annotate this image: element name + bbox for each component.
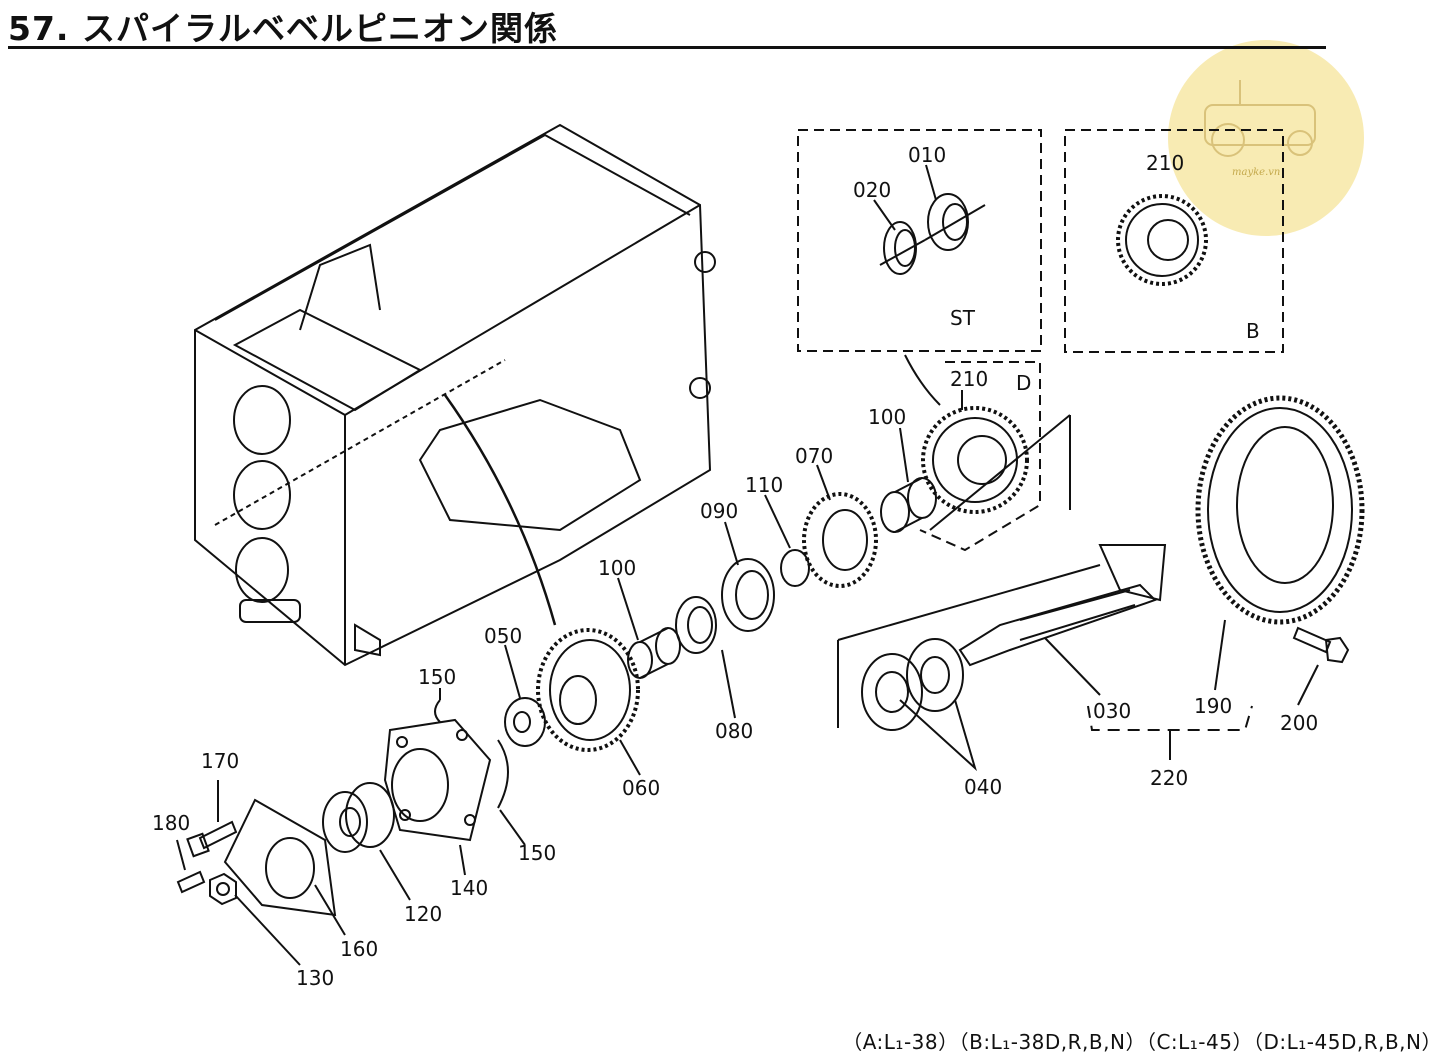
label-100-a: 100 (868, 405, 906, 429)
collar-050 (504, 697, 546, 747)
gear-210-d (921, 406, 1029, 514)
label-010: 010 (908, 143, 946, 167)
label-220: 220 (1150, 766, 1188, 790)
label-030: 030 (1093, 699, 1131, 723)
label-090: 090 (700, 499, 738, 523)
transmission-case (194, 123, 716, 667)
circlip-150-b (497, 739, 509, 809)
label-130: 130 (296, 966, 334, 990)
label-160: 160 (340, 937, 378, 961)
collar-020 (883, 221, 917, 275)
inset-box-d (919, 361, 1041, 552)
label-100-b: 100 (598, 556, 636, 580)
bearing-010 (879, 193, 986, 266)
bearing-080 (675, 596, 717, 654)
label-d: D (1016, 371, 1031, 395)
label-b: B (1246, 319, 1260, 343)
watermark-text: mayke.vn (1232, 167, 1281, 178)
label-080: 080 (715, 719, 753, 743)
label-020: 020 (853, 178, 891, 202)
bearing-120 (322, 782, 395, 853)
label-070: 070 (795, 444, 833, 468)
bolt-200 (1292, 626, 1350, 664)
bearing-090 (721, 558, 775, 632)
bushing-100-b (627, 627, 681, 679)
label-050: 050 (484, 624, 522, 648)
watermark-logo (1168, 40, 1364, 236)
inset-box-st (797, 129, 1042, 352)
label-120: 120 (404, 902, 442, 926)
label-210-d: 210 (950, 367, 988, 391)
label-180: 180 (152, 811, 190, 835)
bolt-180 (176, 870, 206, 894)
label-170: 170 (201, 749, 239, 773)
inset-box-b (1064, 129, 1284, 353)
title-rule (8, 46, 1444, 49)
label-110: 110 (745, 473, 783, 497)
gear-070 (802, 492, 878, 588)
cover-160 (223, 798, 337, 917)
gear-210-b (1116, 194, 1208, 286)
bushing-100-a (880, 477, 937, 533)
label-st: ST (950, 306, 976, 330)
collar-110 (780, 549, 810, 587)
label-200: 200 (1280, 711, 1318, 735)
label-210-b: 210 (1146, 151, 1184, 175)
gear-060 (536, 628, 640, 752)
pinion-shaft-030 (958, 544, 1167, 667)
bolt-170 (186, 820, 238, 858)
label-150-a: 150 (418, 665, 456, 689)
label-040: 040 (964, 775, 1002, 799)
bearing-040 (861, 638, 964, 731)
label-140: 140 (450, 876, 488, 900)
tractor-icon (1204, 80, 1316, 157)
nut-130 (209, 872, 237, 906)
bearing-case-140 (383, 718, 492, 842)
model-legend: （A:L₁-38）（B:L₁-38D,R,B,N）（C:L₁-45）（D:L₁-… (842, 1030, 1442, 1054)
label-150-b: 150 (518, 841, 556, 865)
label-190: 190 (1194, 694, 1232, 718)
ring-gear-190 (1195, 395, 1365, 625)
page-title: 57. スパイラルベベルピニオン関係 (8, 9, 558, 48)
label-060: 060 (622, 776, 660, 800)
circlip-150-a (434, 699, 441, 723)
